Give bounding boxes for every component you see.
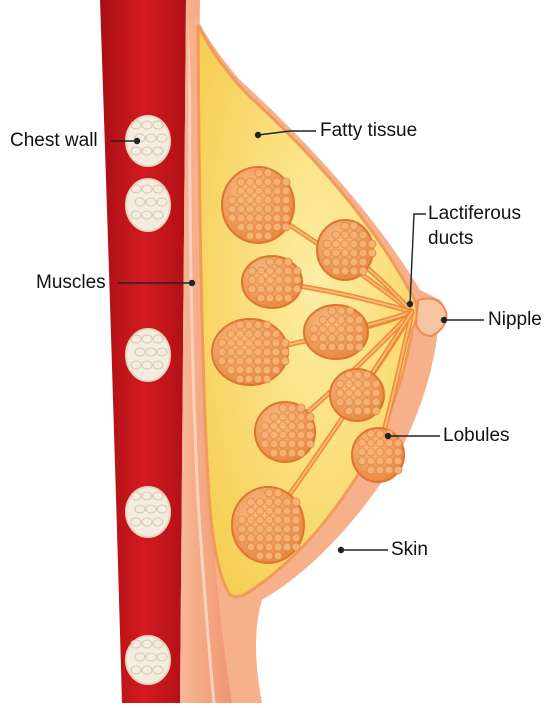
lobule-cluster-icon — [304, 305, 368, 359]
rib-bone-icon — [126, 487, 170, 537]
nipple-shape — [416, 299, 446, 337]
lobule-cluster-icon — [232, 487, 304, 563]
label-ducts: ducts — [428, 228, 473, 250]
lobule-cluster-icon — [242, 256, 302, 308]
label-chest-wall: Chest wall — [10, 130, 98, 152]
lobule-cluster-icon — [222, 167, 294, 243]
rib-bone-icon — [126, 636, 170, 684]
rib-bone-icon — [126, 329, 170, 381]
label-muscles: Muscles — [36, 272, 106, 294]
lobule-cluster-icon — [255, 402, 315, 462]
label-fatty-tissue: Fatty tissue — [320, 120, 417, 142]
lobule-cluster-icon — [330, 369, 384, 421]
fatty-tissue-shape — [198, 25, 417, 597]
rib-bone-icon — [126, 179, 170, 231]
label-lobules: Lobules — [443, 425, 510, 447]
label-nipple: Nipple — [488, 309, 542, 331]
label-skin: Skin — [391, 539, 428, 561]
label-lactiferous: Lactiferous — [428, 203, 521, 225]
lobule-cluster-icon — [212, 319, 289, 385]
